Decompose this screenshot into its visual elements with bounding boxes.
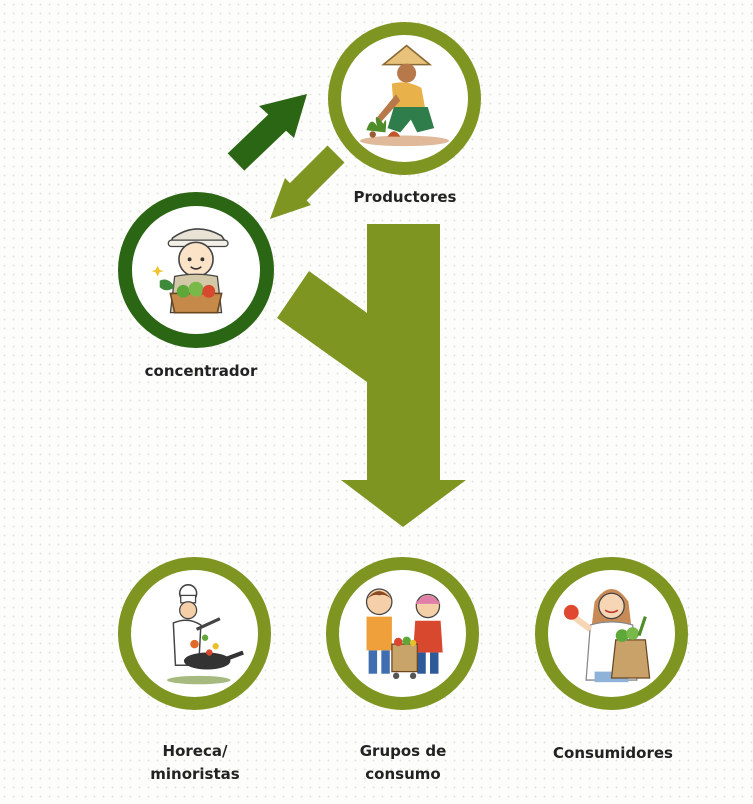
chef-cooking-icon — [166, 584, 244, 685]
horeca-node — [118, 557, 271, 710]
grupos-label: Grupos de consumo — [343, 740, 463, 786]
vendor-with-vegetable-basket-icon — [151, 228, 229, 314]
concentrador-node — [118, 192, 274, 348]
horeca-label: Horeca/ minoristas — [135, 740, 255, 786]
productores-node — [328, 22, 481, 175]
consumidores-node — [535, 557, 688, 710]
farmer-planting-icon — [360, 44, 449, 147]
woman-with-grocery-bag-icon — [563, 589, 651, 683]
concentrador-label: concentrador — [144, 362, 258, 380]
arrow-to-concentrador — [270, 145, 345, 219]
horeca-label-line1: Horeca/ — [162, 742, 228, 760]
distribution-arrow — [277, 224, 466, 527]
consumidores-label: Consumidores — [553, 744, 673, 762]
grupos-label-line1: Grupos de — [359, 742, 447, 760]
arrow-to-productores — [227, 94, 307, 171]
children-with-produce-cart-icon — [365, 588, 443, 680]
productores-label: Productores — [353, 188, 457, 206]
grupos-node — [326, 557, 479, 710]
grupos-label-line2: consumo — [365, 765, 441, 783]
horeca-label-line2: minoristas — [150, 765, 240, 783]
